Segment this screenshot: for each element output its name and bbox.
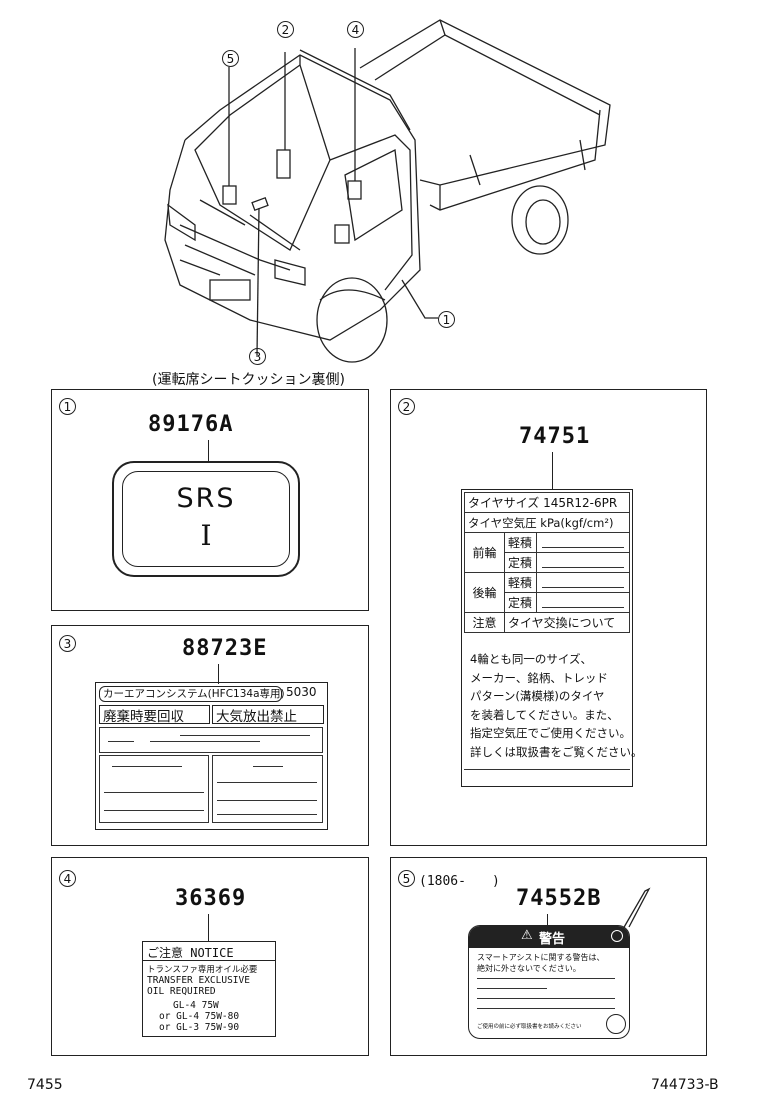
srs-mark: I [200, 519, 212, 552]
warning-text-2: 絶対に外さないでください。 [477, 964, 581, 973]
leader-line [208, 440, 209, 462]
warning-triangle-icon: ⚠ [521, 928, 533, 943]
notice-jp: トランスファ専用オイル必要 [147, 965, 258, 975]
warning-text-1: スマートアシストに関する警告は、 [477, 953, 605, 962]
note-line: パターン(溝模様)のタイヤ [470, 689, 605, 703]
note-line: 詳しくは取扱書をご覧ください。 [470, 744, 643, 759]
aircon-header: カーエアコンシステム(HFC134a専用) [103, 688, 285, 700]
panel-88723E: 3 88723E カーエアコンシステム(HFC134a専用) 5030 廃棄時要… [51, 625, 369, 846]
rear-wheel-label: 後輪 [464, 572, 505, 613]
leader-line [552, 452, 553, 490]
note-line: 指定空気圧でご使用ください。 [470, 726, 631, 740]
part-number: 74751 [519, 424, 591, 449]
recovery-notice: 廃棄時要回収 [103, 709, 184, 725]
front-light-load: 軽積 [504, 532, 537, 553]
part-number: 89176A [148, 412, 234, 437]
callout-2: 2 [277, 21, 294, 38]
aircon-code: 5030 [286, 685, 317, 699]
note-line: メーカー、銘柄、トレッド [470, 670, 608, 685]
aircon-label: カーエアコンシステム(HFC134a専用) 5030 廃棄時要回収 大気放出禁止 [95, 682, 328, 830]
callout-3: 3 [249, 348, 266, 365]
part-number: 88723E [182, 636, 268, 661]
leader-line [208, 914, 209, 942]
note-line: を装着してください。また、 [470, 707, 619, 722]
front-full-load: 定積 [504, 552, 537, 573]
footer-right-code: 744733-B [651, 1077, 719, 1093]
leader-line [218, 664, 219, 684]
caution-title: タイヤ交換について [504, 612, 630, 633]
caution-label: 注意 [464, 612, 505, 633]
part-number: 36369 [175, 886, 247, 911]
hanging-string [622, 887, 651, 930]
pressure-header: タイヤ空気圧 kPa(kgf/cm²) [464, 512, 630, 533]
footer-left-code: 7455 [27, 1077, 63, 1093]
panel-number: 4 [59, 870, 76, 887]
note-line: 4輪とも同一のサイズ、 [470, 652, 592, 666]
transfer-oil-notice: ご注意 NOTICE トランスファ専用オイル必要 TRANSFER EXCLUS… [142, 941, 276, 1037]
oil-spec-2: or GL-4 75W-80 [159, 1011, 240, 1022]
tire-size-value: 145R12-6PR [543, 496, 618, 510]
seat-location-caption: (運転席シートクッション裏側) [152, 372, 345, 388]
release-ban: 大気放出禁止 [216, 709, 297, 725]
notice-title: ご注意 NOTICE [147, 946, 234, 960]
oil-spec-3: or GL-3 75W-90 [159, 1022, 240, 1033]
panel-36369: 4 36369 ご注意 NOTICE トランスファ専用オイル必要 TRANSFE… [51, 857, 369, 1056]
hole-icon [611, 930, 623, 942]
panel-number: 3 [59, 635, 76, 652]
panel-number: 2 [398, 398, 415, 415]
panel-74751: 2 74751 タイヤサイズ 145R12-6PR タイヤ空気圧 kPa(kgf… [390, 389, 707, 846]
notice-en1: TRANSFER EXCLUSIVE [147, 975, 250, 986]
rear-light-load: 軽積 [504, 572, 537, 593]
srs-label: SRS I [112, 461, 300, 577]
panel-89176A: 1 89176A SRS I [51, 389, 369, 611]
front-wheel-label: 前輪 [464, 532, 505, 573]
tire-notes: 4輪とも同一のサイズ、 メーカー、銘柄、トレッド パターン(溝模様)のタイヤ を… [470, 650, 643, 761]
srs-text: SRS [176, 483, 236, 514]
callout-1: 1 [438, 311, 455, 328]
oil-spec-1: GL-4 75W [173, 1000, 219, 1011]
callout-4: 4 [347, 21, 364, 38]
leader-line [547, 914, 548, 926]
part-number: 74552B [516, 886, 602, 911]
panel-number: 5 [398, 870, 415, 887]
notice-en2: OIL REQUIRED [147, 986, 216, 997]
tag-footer: ご使用の前に必ず取扱書をお読みください [477, 1024, 582, 1030]
tire-pressure-label: タイヤサイズ 145R12-6PR タイヤ空気圧 kPa(kgf/cm²) 前輪… [461, 489, 643, 787]
panel-number: 1 [59, 398, 76, 415]
callout-5: 5 [222, 50, 239, 67]
rear-full-load: 定積 [504, 592, 537, 613]
smart-assist-tag: ⚠ 警告 スマートアシストに関する警告は、 絶対に外さないでください。 ご使用の… [468, 925, 630, 1039]
warning-title: 警告 [539, 932, 566, 947]
truck-illustration [164, 19, 611, 363]
production-date: (1806- ) [419, 874, 500, 889]
round-seal [606, 1014, 626, 1034]
panel-74552B: 5 (1806- ) 74552B ⚠ 警告 スマートアシストに関する警告は、 … [390, 857, 707, 1056]
tire-size-label: タイヤサイズ [468, 496, 540, 510]
